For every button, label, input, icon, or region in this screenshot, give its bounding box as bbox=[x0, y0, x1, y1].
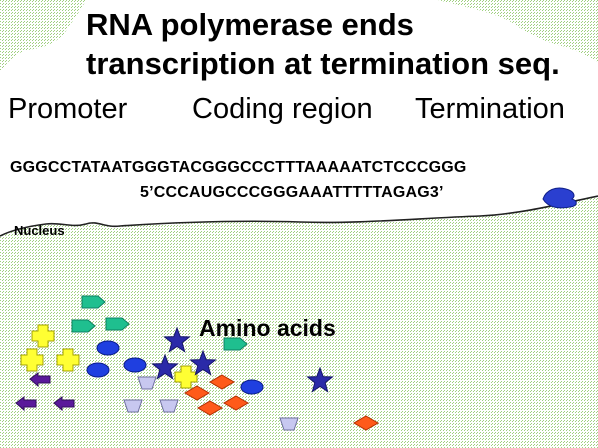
diamond-icon bbox=[353, 415, 379, 431]
trapezoid-icon bbox=[159, 399, 179, 413]
oval-icon bbox=[86, 362, 110, 378]
pentagon-arrow-icon bbox=[71, 319, 96, 333]
trapezoid-icon bbox=[279, 417, 299, 431]
label-termination: Termination bbox=[415, 93, 565, 125]
star-icon bbox=[151, 353, 179, 380]
left-arrow-icon bbox=[29, 372, 51, 388]
oval-icon bbox=[123, 357, 147, 373]
dna-sequence: GGGCCTATAATGGGTACGGGCCCTTTAAAAATCTCCCGGG bbox=[10, 159, 467, 176]
pentagon-arrow-icon bbox=[81, 295, 106, 309]
left-arrow-icon bbox=[53, 396, 75, 412]
amino-acids-label: Amino acids bbox=[199, 315, 336, 341]
nuclear-membrane bbox=[0, 195, 598, 237]
trapezoid-icon bbox=[123, 399, 143, 413]
label-promoter: Promoter bbox=[8, 93, 128, 125]
star-icon bbox=[189, 349, 217, 376]
oval-icon bbox=[96, 340, 120, 356]
oval-icon bbox=[240, 379, 264, 395]
label-coding-region: Coding region bbox=[192, 93, 373, 125]
trapezoid-icon bbox=[137, 376, 157, 390]
diamond-icon bbox=[209, 374, 235, 390]
star-icon bbox=[163, 326, 191, 353]
pentagon-arrow-icon bbox=[223, 337, 248, 351]
cross-icon bbox=[56, 348, 80, 372]
cross-icon bbox=[174, 365, 198, 389]
nucleus-label: Nucleus bbox=[14, 223, 65, 238]
star-icon bbox=[306, 366, 334, 393]
diamond-icon bbox=[184, 385, 210, 401]
cross-icon bbox=[20, 348, 44, 372]
corner-stipple-left bbox=[0, 0, 86, 72]
diamond-icon bbox=[197, 400, 223, 416]
rna-transcript: 5’CCCAUGCCCGGGAAATTTTTAGAG3’ bbox=[140, 184, 444, 201]
title-line-2: transcription at termination seq. bbox=[86, 46, 560, 81]
corner-stipple-right bbox=[438, 0, 598, 62]
diamond-icon bbox=[223, 395, 249, 411]
rna-polymerase-blob-icon bbox=[542, 187, 577, 209]
pentagon-arrow-icon bbox=[105, 317, 130, 331]
cross-icon bbox=[31, 324, 55, 348]
title-line-1: RNA polymerase ends bbox=[86, 7, 414, 42]
left-arrow-icon bbox=[15, 396, 37, 412]
